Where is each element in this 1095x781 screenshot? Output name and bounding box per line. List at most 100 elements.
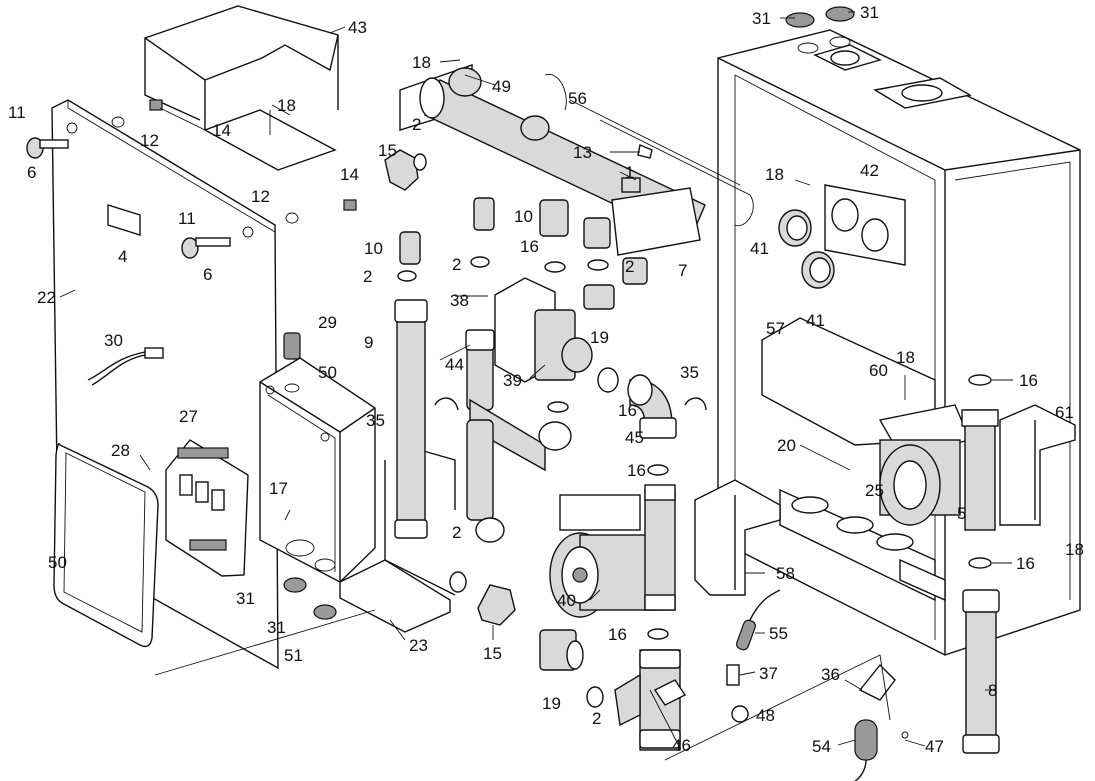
part-label: 45: [625, 428, 644, 447]
part-label: 10: [514, 207, 533, 226]
clip-35: [434, 397, 707, 411]
part-label: 39: [503, 371, 522, 390]
part-label: 18: [1065, 540, 1084, 559]
part-label: 50: [48, 553, 67, 572]
part-label: 49: [492, 77, 511, 96]
tee-46: [614, 649, 687, 751]
part-label: 16: [520, 237, 539, 256]
manifold: [399, 64, 706, 310]
part-label: 37: [759, 664, 778, 683]
part-label: 36: [821, 665, 840, 684]
part-label: 11: [8, 103, 26, 122]
bracket-42: [824, 184, 906, 266]
cover-43: [143, 5, 339, 171]
part-label: 6: [203, 265, 212, 284]
part-label: 7: [678, 261, 687, 280]
part-label: 51: [284, 646, 303, 665]
circuit-board-27: [165, 439, 249, 577]
part-label: 47: [925, 737, 944, 756]
pipe-9: [394, 299, 428, 539]
part-label: 2: [592, 709, 601, 728]
part-label: 12: [140, 131, 159, 150]
part-label: 29: [318, 313, 337, 332]
part-label: 18: [412, 53, 431, 72]
part-label: 28: [111, 441, 130, 460]
grommet-41: [778, 209, 835, 289]
part-label: 31: [236, 589, 255, 608]
plate-23: [339, 559, 451, 633]
pump-40: [549, 484, 676, 618]
part-label: 9: [364, 333, 373, 352]
part-label: 17: [269, 479, 288, 498]
gland-29: [283, 332, 301, 360]
part-label: 18: [277, 96, 296, 115]
part-label: 13: [573, 143, 592, 162]
part-label: 2: [452, 523, 461, 542]
valve-motor-39: [494, 277, 593, 383]
washers: [397, 256, 992, 723]
washers-12: [111, 99, 357, 224]
part-label: 16: [627, 461, 646, 480]
part-label: 35: [366, 411, 385, 430]
part-label: 2: [625, 257, 634, 276]
cap-31: [785, 6, 855, 28]
part-label: 46: [672, 736, 691, 755]
bracket-61: [999, 404, 1076, 526]
part-label: 4: [118, 247, 127, 266]
part-label: 50: [318, 363, 337, 382]
part-label: 60: [869, 361, 888, 380]
part-label: 16: [1016, 554, 1035, 573]
part-label: 35: [680, 363, 699, 382]
part-label: 25: [865, 481, 884, 500]
part-label: 16: [1019, 371, 1038, 390]
part-label: 18: [896, 348, 915, 367]
cable-30: [87, 347, 164, 386]
part-label: 12: [251, 187, 270, 206]
bracket-plate: [384, 449, 456, 596]
part-label: 56: [568, 89, 587, 108]
bracket-58: [694, 479, 781, 596]
part-label: 48: [756, 706, 775, 725]
part-label: 23: [409, 636, 428, 655]
part-label: 16: [618, 401, 637, 420]
part-label: 31: [267, 618, 286, 637]
part-label: 54: [812, 737, 831, 756]
part-label: 57: [766, 319, 785, 338]
part-label: 61: [1055, 403, 1074, 422]
part-label: 42: [860, 161, 879, 180]
part-label: 19: [542, 694, 561, 713]
part-label: 16: [608, 625, 627, 644]
part-label: 30: [104, 331, 123, 350]
part-label: 40: [557, 591, 576, 610]
part-label: 14: [340, 165, 359, 184]
part-label: 31: [752, 9, 771, 28]
sensor-55: [726, 589, 781, 686]
knob-6: [26, 137, 231, 259]
cap-15: [384, 149, 516, 626]
part-label: 10: [364, 239, 383, 258]
part-label: 6: [27, 163, 36, 182]
part-label: 2: [363, 267, 372, 286]
part-label: 5: [957, 504, 966, 523]
part-label: 14: [212, 121, 231, 140]
part-label: 58: [776, 564, 795, 583]
part-label: 55: [769, 624, 788, 643]
part-label: 2: [452, 255, 461, 274]
grommets-31: [283, 577, 337, 620]
part-labels: 43 18 49 56 31 31 11 12 14 18 2 15 13 1 …: [8, 3, 1084, 756]
part-label: 11: [178, 209, 196, 228]
sensor-pocket-56: [544, 74, 754, 227]
pump-5: [878, 404, 999, 531]
control-box-50: [259, 357, 376, 583]
pipe-8: [962, 589, 1000, 754]
part-label: 8: [988, 681, 997, 700]
part-label: 2: [412, 115, 421, 134]
sensor-54: [854, 663, 909, 781]
part-label: 22: [37, 288, 56, 307]
part-label: 18: [765, 165, 784, 184]
part-label: 15: [378, 141, 397, 160]
part-label: 38: [450, 291, 469, 310]
pipe-44: [465, 329, 572, 543]
part-label: 43: [348, 18, 367, 37]
